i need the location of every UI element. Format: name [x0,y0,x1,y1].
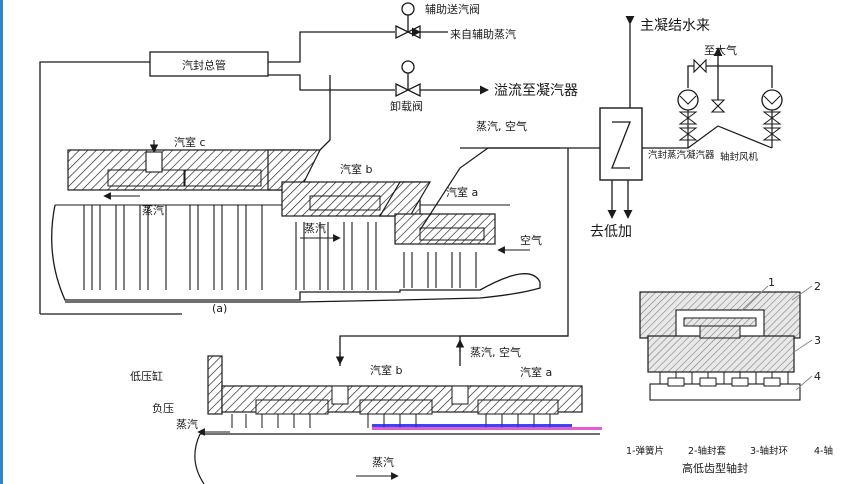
callout-3: 3 [814,334,821,347]
aux-valve-label: 辅助送汽阀 [425,2,480,16]
legend-item-1: 1-弹簧片 [626,445,664,457]
seal-fan-label: 轴封风机 [720,151,759,163]
seal-condenser-label: 汽封蒸汽凝汽器 [648,149,715,161]
steam-label-2: 蒸汽 [304,221,326,235]
callout-4: 4 [814,370,821,383]
legend-item-4: 4-轴 [814,445,833,457]
overflow-label: 溢流至凝汽器 [494,83,578,99]
upper-seal-section: 蒸汽, 空气 汽室 c 汽室 b 汽室 a 蒸汽 蒸汽 空气 (a) [51,119,560,315]
legend-item-2: 2-轴封套 [688,445,726,457]
steam-bottom-shaft-label: 蒸汽 [372,455,394,469]
to-atmosphere-label: 至大气 [704,43,737,57]
frame-accent-bar [0,0,3,484]
to-lp-heater-label: 去低加 [590,224,632,240]
lower-seal-section: 低压缸 负压 汽室 b 汽室 a 蒸汽, 空气 蒸汽 蒸汽 [130,335,602,484]
lp-cylinder-label: 低压缸 [130,369,163,383]
valve-actuator-icon [401,2,415,16]
legend-item-3: 3-轴封环 [750,445,788,457]
seal-condenser-assembly: 主凝结水来 去低加 汽封蒸汽凝汽器 至大气 [590,15,783,240]
callout-2: 2 [814,280,821,293]
piping-network [39,31,600,366]
detail-caption: 高低齿型轴封 [682,461,748,475]
figure-a-label: (a) [212,302,227,315]
chamber-b-top-label: 汽室 b [340,162,372,176]
seal-header: 汽封总管 [149,51,269,77]
main-condensate-label: 主凝结水来 [640,18,710,34]
steam-air-bottom-label: 蒸汽, 空气 [470,345,521,359]
steam-air-top-label: 蒸汽, 空气 [476,119,527,133]
aux-steam-label: 来自辅助蒸汽 [450,27,516,41]
air-label: 空气 [520,233,542,247]
fan-icon [677,89,699,148]
chamber-a-bottom-label: 汽室 a [520,365,552,379]
unload-valve-label: 卸载阀 [390,99,423,113]
chamber-c-label: 汽室 c [174,135,206,149]
valve-icon [710,99,726,113]
valve-icon [693,58,707,74]
fan-icon [761,89,783,148]
negative-pressure-label: 负压 [152,401,174,415]
chamber-b-bottom-label: 汽室 b [370,363,402,377]
callout-1: 1 [768,276,775,289]
chamber-a-top-label: 汽室 a [446,185,478,199]
valve-icon [395,82,421,98]
steam-label-1: 蒸汽 [142,203,164,217]
seal-detail-figure: 1 2 3 4 1-弹簧片 2-轴封套 3-轴封环 4-轴 高低齿型轴封 [626,276,833,475]
steam-bottom-left-label: 蒸汽 [176,417,198,431]
unload-valve: 卸载阀 溢流至凝汽器 [390,60,578,113]
valve-actuator-icon [401,60,415,74]
aux-steam-valve: 辅助送汽阀 来自辅助蒸汽 [395,2,516,41]
header-label: 汽封总管 [182,58,226,72]
